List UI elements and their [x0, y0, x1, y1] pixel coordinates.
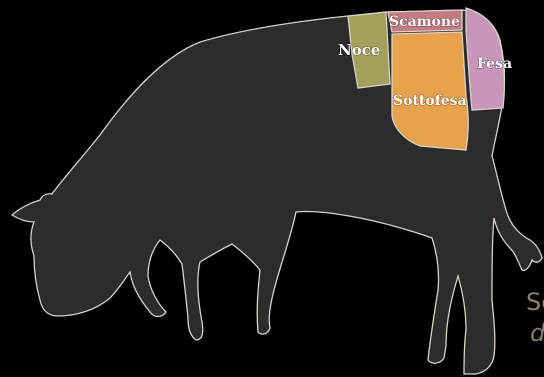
edge-text-line-2: d [530, 319, 544, 347]
cut-label-sottofesa: Sottofesa [393, 93, 467, 109]
cut-label-noce: Noce [338, 41, 380, 59]
cut-label-fesa: Fesa [477, 56, 512, 72]
edge-text-line-1: Sc [526, 288, 544, 316]
cut-region-sottofesa [392, 32, 468, 150]
cut-label-scamone: Scamone [389, 14, 460, 30]
